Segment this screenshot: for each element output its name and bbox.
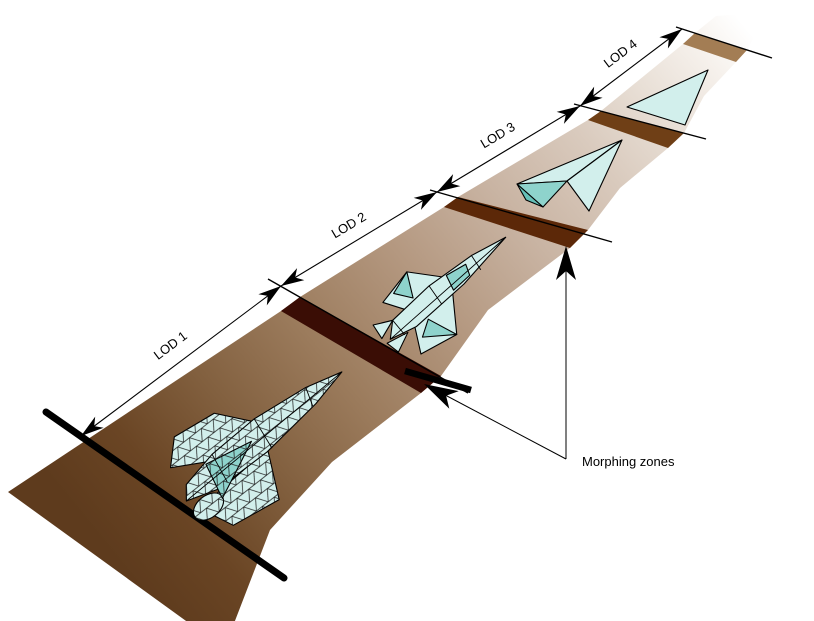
morphing-zone1-thick-mark [404,367,472,394]
lod1-aircraft-model [169,371,343,526]
morphing-zones-label: Morphing zones [582,454,675,469]
morphing-zone-band-3 [588,111,684,148]
boundary-line-lod4-end [675,26,773,59]
lod1-arrowhead-near [81,416,104,436]
lod1-arrowhead-far [258,286,281,306]
lod3-dimension-line [436,105,581,193]
lod2-dimension-line [280,191,438,287]
lod4-aircraft-model [626,69,709,126]
morphing-zones-arrow-diagonal [424,384,459,409]
lod1-start-thick-line [42,408,288,582]
lod2-arrowhead-far [413,192,437,210]
boundary-line-lod1-lod2 [267,278,469,394]
boundary-line-lod3-lod4 [573,103,707,140]
lod4-dimension-line [579,28,683,107]
lod3-aircraft-model [516,139,623,212]
lod2-aircraft-model [372,236,507,355]
morphing-zone-band-4 [683,33,747,62]
lod4-arrowhead-near [580,86,603,106]
morphing-zones-leader-diagonal [429,386,567,460]
lod1-dimension-line [80,285,282,437]
lod3-arrowhead-far [556,106,580,124]
boundary-line-lod2-lod3 [429,189,613,243]
morphing-zones-arrow-vertical [556,246,576,280]
morphing-zone-band-2 [444,197,588,248]
lod4-arrowhead-far [659,29,682,49]
lod2-arrowhead-near [281,268,305,286]
lod3-arrowhead-near [437,174,461,192]
morphing-zone-band-1 [281,297,441,393]
